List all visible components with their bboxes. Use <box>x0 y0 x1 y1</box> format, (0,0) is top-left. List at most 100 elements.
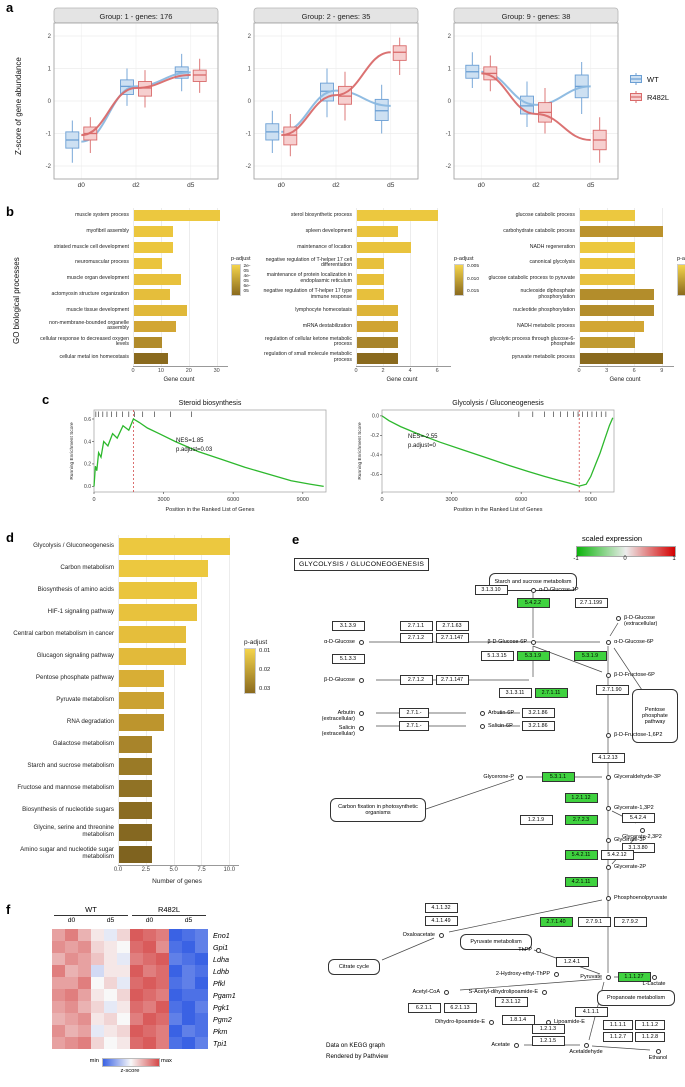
heatmap-cell <box>78 1037 91 1049</box>
colorbar-tick-label: 1 <box>672 556 676 562</box>
heatmap-cell <box>182 1037 195 1049</box>
compound-circle <box>605 774 611 780</box>
x-tick-label: 0 <box>131 368 135 374</box>
heatmap-cell <box>91 1001 104 1013</box>
gridline <box>437 208 439 366</box>
x-tick-label: 30 <box>213 368 220 374</box>
heatmap-cell <box>169 1025 182 1037</box>
x-axis-label: Gene count <box>163 377 195 383</box>
gene-label: Pfkl <box>213 978 225 988</box>
gsea-title: Glycolysis / Gluconeogenesis <box>452 400 544 407</box>
heatmap-cell <box>104 1025 117 1037</box>
bar <box>357 305 398 317</box>
heatmap-cell <box>117 1001 130 1013</box>
bar <box>134 210 221 222</box>
x-tick-label: 0.0 <box>113 867 123 873</box>
pathway-edge <box>532 645 603 673</box>
bar-category-label: pyruvate metabolic process <box>511 354 575 361</box>
legend-min-label: min <box>89 1058 99 1064</box>
bar-category-label: Pyruvate metabolism <box>56 695 114 703</box>
heatmap-cell <box>156 977 169 989</box>
heatmap-cell <box>156 1001 169 1013</box>
y-tick-label: 0 <box>448 99 452 105</box>
bar-category-label: spleen development <box>305 227 352 234</box>
heatmap-cell <box>143 1037 156 1049</box>
heatmap-cell <box>117 929 130 941</box>
enrichment-curve <box>381 415 614 487</box>
bar <box>134 336 162 348</box>
compound-circle <box>513 1042 519 1048</box>
bar <box>357 336 398 348</box>
compound-circle <box>517 774 523 780</box>
y-tick-label: 2 <box>248 34 252 40</box>
p-adjust-legend: p-adjust1e-155e-151e-14 <box>677 256 685 296</box>
heatmap-cell <box>65 1037 78 1049</box>
compound-circle <box>605 974 611 980</box>
bar-category-label: RNA degradation <box>66 717 114 725</box>
y-tick-label: -1 <box>46 132 52 138</box>
heatmap-cell <box>143 929 156 941</box>
heatmap-cell <box>143 989 156 1001</box>
heatmap-cell <box>78 965 91 977</box>
ec-box-highlighted: 4.2.1.11 <box>564 877 598 887</box>
panel-b-y-axis-label: GO biological processes <box>12 257 21 345</box>
heatmap-cell <box>65 1013 78 1025</box>
compound-label: Pyruvate <box>580 973 602 980</box>
heatmap-cell <box>91 1037 104 1049</box>
compound-label: Arbutin (extracellular) <box>321 709 355 722</box>
heatmap-cell <box>195 1013 208 1025</box>
bar-category-label: glycolytic process through glucose-6-pho… <box>489 335 575 348</box>
trend-line <box>481 72 591 141</box>
x-tick-label: 3 <box>605 368 609 374</box>
pathway-map-node: Carbon fixation in photosynthetic organi… <box>330 798 426 822</box>
x-tick-label: 6000 <box>227 497 239 503</box>
bar <box>134 242 173 253</box>
heatmap-cell <box>156 965 169 977</box>
x-tick-label: d5 <box>187 182 195 189</box>
heatmap-cell <box>104 989 117 1001</box>
bar <box>580 305 654 317</box>
ec-box-highlighted: 2.7.1.40 <box>539 917 573 927</box>
gsea-plot-c2: Glycolysis / Gluconeogenesis0.0-0.2-0.4-… <box>357 400 615 513</box>
legend-tick-label: 0.03 <box>259 686 271 692</box>
heatmap-cell <box>195 1025 208 1037</box>
ec-box-highlighted: 1.1.1.27 <box>617 972 651 982</box>
compound-circle <box>605 805 611 811</box>
ec-box: 4.1.2.13 <box>591 753 625 763</box>
x-tick-label: 0 <box>380 497 383 503</box>
y-axis-label: Running Enrichment Score <box>69 422 75 480</box>
ec-box: 3.1.3.80 <box>621 843 655 853</box>
diagram-text: Rendered by Pathview <box>326 1053 389 1060</box>
heatmap-cell <box>156 1013 169 1025</box>
compound-label: 2-Hydroxy-ethyl-ThPP <box>495 970 550 977</box>
heatmap-group-label: R482L <box>157 905 181 914</box>
heatmap-cell <box>78 977 91 989</box>
heatmap-cell <box>91 1025 104 1037</box>
ec-box: 5.4.2.4 <box>621 813 655 823</box>
bar <box>119 691 164 709</box>
bar <box>580 336 636 348</box>
bar-category-label: nucleotide phosphorylation <box>513 306 575 313</box>
ec-box: 4.1.1.1 <box>574 1007 608 1017</box>
trend-line <box>281 51 391 137</box>
heatmap-timepoint-label: d0 <box>145 917 154 924</box>
heatmap-cell <box>143 1001 156 1013</box>
y-tick-label: -0.6 <box>370 472 379 478</box>
pathway-map-node: Citrate cycle <box>328 959 380 975</box>
heatmap-cell <box>143 953 156 965</box>
legend-title: p-adjust <box>244 639 268 646</box>
ec-box: 2.7.1.- <box>399 708 429 718</box>
heatmap-cell <box>78 941 91 953</box>
heatmap-cell <box>195 977 208 989</box>
heatmap-cell <box>195 1037 208 1049</box>
bar-category-label: negative regulation of T-helper 17 type … <box>263 288 352 300</box>
ec-box: 2.7.1.2 <box>399 675 433 685</box>
